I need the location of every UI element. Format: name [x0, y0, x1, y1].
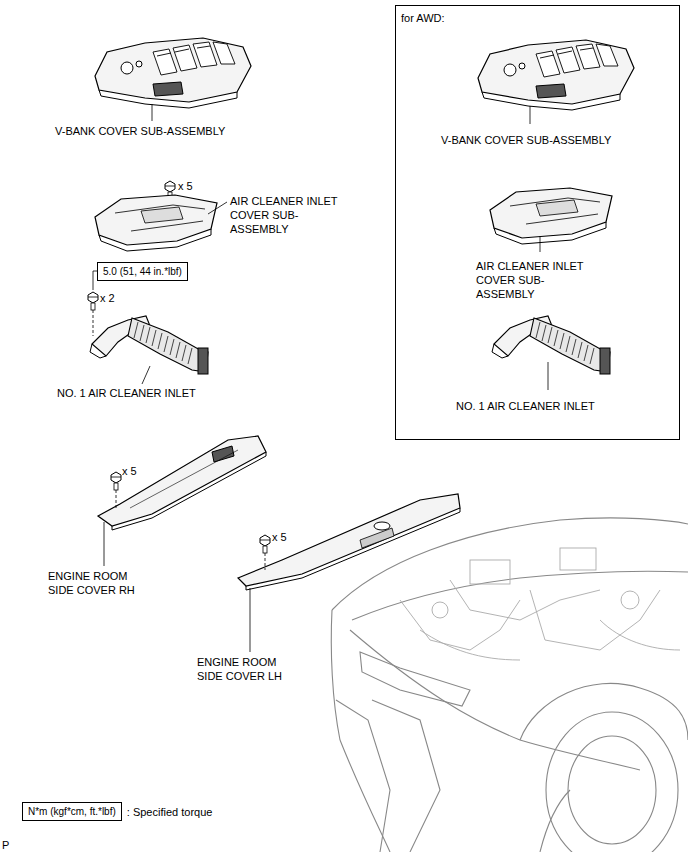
torque-value: N*m (kgf*cm, ft.*lbf) — [28, 805, 116, 818]
part-name: AIR CLEANER INLET COVER SUB-ASSEMBLY — [476, 259, 601, 301]
torque-box: 5.0 (51, 44 in.*lbf) — [97, 262, 188, 281]
legend-torque-box: N*m (kgf*cm, ft.*lbf) — [22, 802, 122, 821]
part-name: V-BANK COVER SUB-ASSEMBLY — [55, 124, 225, 138]
variant-heading: for AWD: — [401, 11, 445, 25]
part-name: ENGINE ROOM SIDE COVER RH — [48, 569, 138, 597]
quantity: x 5 — [122, 464, 137, 478]
variant-panel: for AWD: V-BANK COVER SUB-ASSEMBLY AIR CLE… — [395, 5, 680, 440]
torque-value: 5.0 (51, 44 in.*lbf) — [103, 265, 182, 278]
part-name: NO. 1 AIR CLEANER INLET — [456, 399, 595, 413]
page-code: P — [2, 838, 9, 852]
quantity: x 5 — [178, 179, 193, 193]
part-name: NO. 1 AIR CLEANER INLET — [57, 386, 196, 400]
quantity: x 2 — [100, 291, 115, 305]
legend-text: : Specified torque — [127, 805, 213, 819]
part-name: AIR CLEANER INLET COVER SUB-ASSEMBLY — [230, 194, 355, 236]
part-name: ENGINE ROOM SIDE COVER LH — [197, 655, 287, 683]
quantity: x 5 — [272, 530, 287, 544]
part-name: V-BANK COVER SUB-ASSEMBLY — [441, 133, 611, 147]
